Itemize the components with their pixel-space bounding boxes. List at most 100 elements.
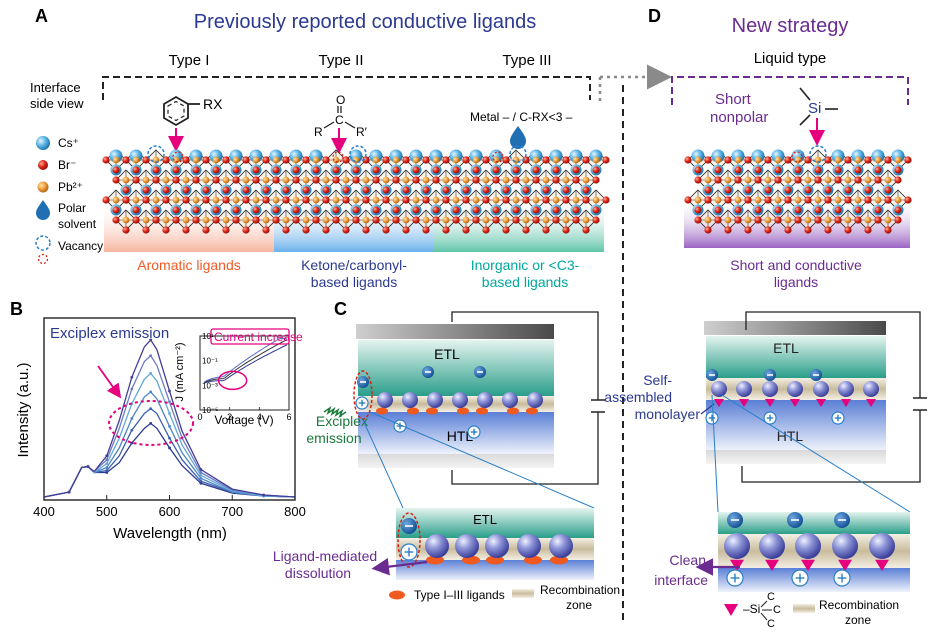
pb-atom	[192, 196, 200, 204]
br-atom	[152, 216, 160, 224]
br-atom	[774, 206, 782, 214]
br-atom	[884, 196, 892, 204]
c-zoom-htl	[396, 560, 594, 580]
br-atom	[904, 156, 912, 164]
short-label-1: Short	[715, 91, 752, 108]
br-atom	[572, 166, 580, 174]
br-atom	[844, 156, 852, 164]
interface-molecule	[724, 533, 750, 559]
br-atom	[522, 196, 530, 204]
type-ligand-icon	[486, 555, 504, 565]
br-atom	[552, 176, 560, 184]
pb-atom	[402, 176, 410, 184]
br-atom	[794, 206, 802, 214]
br-atom	[322, 156, 330, 164]
vacancy-cs-d	[809, 145, 827, 163]
inset-title-box	[210, 328, 290, 345]
br-atom	[172, 176, 180, 184]
br-atom	[824, 226, 832, 234]
br-atom	[242, 186, 250, 194]
br-atom	[532, 206, 540, 214]
interface-label-2: side view	[30, 96, 84, 111]
aromatic-ligand-structure: RX	[163, 95, 223, 152]
panel-a: A Previously reported conductive ligands…	[30, 6, 672, 290]
pb-atom	[704, 216, 712, 224]
br-atom	[572, 206, 580, 214]
pb-atom	[694, 156, 702, 164]
spectrum-point	[199, 471, 203, 474]
pb-atom	[814, 196, 822, 204]
silane-structure: Si	[799, 87, 838, 146]
pb-atom	[252, 156, 260, 164]
br-atom	[502, 226, 510, 234]
pb-atom	[522, 216, 530, 224]
c-exciplex-marker	[353, 370, 373, 420]
panel-a-title: Previously reported conductive ligands	[194, 11, 536, 33]
pb-atom	[112, 156, 120, 164]
br-atom	[402, 186, 410, 194]
interface-molecule	[427, 392, 443, 408]
br-atom	[734, 216, 742, 224]
br-atom	[814, 206, 822, 214]
sam-label-2: assembled	[604, 389, 672, 405]
x-tick-label: 800	[284, 504, 306, 519]
br-atom	[422, 226, 430, 234]
spectrum-point	[105, 469, 109, 472]
br-atom	[592, 166, 600, 174]
exciplex-wave-icon	[323, 406, 347, 418]
br-atom	[272, 176, 280, 184]
silane-ligand-icon	[765, 399, 775, 407]
br-atom	[844, 226, 852, 234]
br-atom	[242, 196, 250, 204]
br-atom	[122, 196, 130, 204]
pb-atom	[472, 196, 480, 204]
x-tick-label: 600	[159, 504, 181, 519]
pb-atom	[532, 156, 540, 164]
c-htl-label: HTL	[447, 428, 474, 444]
br-atom	[834, 206, 842, 214]
br-atom	[502, 186, 510, 194]
inset-y-tick: 10⁻³	[202, 381, 218, 390]
interface-molecule	[762, 381, 778, 397]
pb-atom	[894, 156, 902, 164]
pb-atom	[864, 216, 872, 224]
br-atom	[362, 186, 370, 194]
pb-atom	[694, 196, 702, 204]
br-atom	[864, 196, 872, 204]
spectrum-point	[105, 471, 109, 474]
perovskite-lattice-d	[684, 149, 912, 234]
c-htl-layer	[358, 412, 554, 454]
br-atom	[112, 206, 120, 214]
spectrum-line	[43, 338, 296, 498]
d-circuit-wire	[741, 311, 921, 483]
br-atom	[714, 166, 722, 174]
d-sam-molecules	[705, 369, 879, 425]
br-atom	[312, 216, 320, 224]
spectrum-point	[130, 417, 134, 420]
pb-atom	[382, 216, 390, 224]
spectrum-point	[149, 338, 153, 342]
br-atom	[152, 206, 160, 214]
br-atom	[372, 206, 380, 214]
pb-atom	[754, 156, 762, 164]
pb-atom	[482, 176, 490, 184]
br-atom	[212, 176, 220, 184]
pb-atom	[452, 156, 460, 164]
br-atom	[222, 226, 230, 234]
br-atom	[322, 226, 330, 234]
vacancy-legend-icon-cs	[35, 235, 51, 251]
br-atom	[884, 226, 892, 234]
br-atom	[382, 196, 390, 204]
br-atom	[714, 216, 722, 224]
interface-molecule	[485, 534, 509, 558]
spectrum-point	[149, 354, 153, 358]
c-circuit-wire	[451, 311, 599, 485]
clean-label-2: interface	[654, 572, 708, 588]
pb-atom	[744, 216, 752, 224]
br-atom	[744, 156, 752, 164]
polar-legend-label-1: Polar	[58, 201, 86, 215]
pb-atom	[894, 196, 902, 204]
br-atom	[252, 216, 260, 224]
br-atom	[312, 176, 320, 184]
br-atom	[512, 206, 520, 214]
